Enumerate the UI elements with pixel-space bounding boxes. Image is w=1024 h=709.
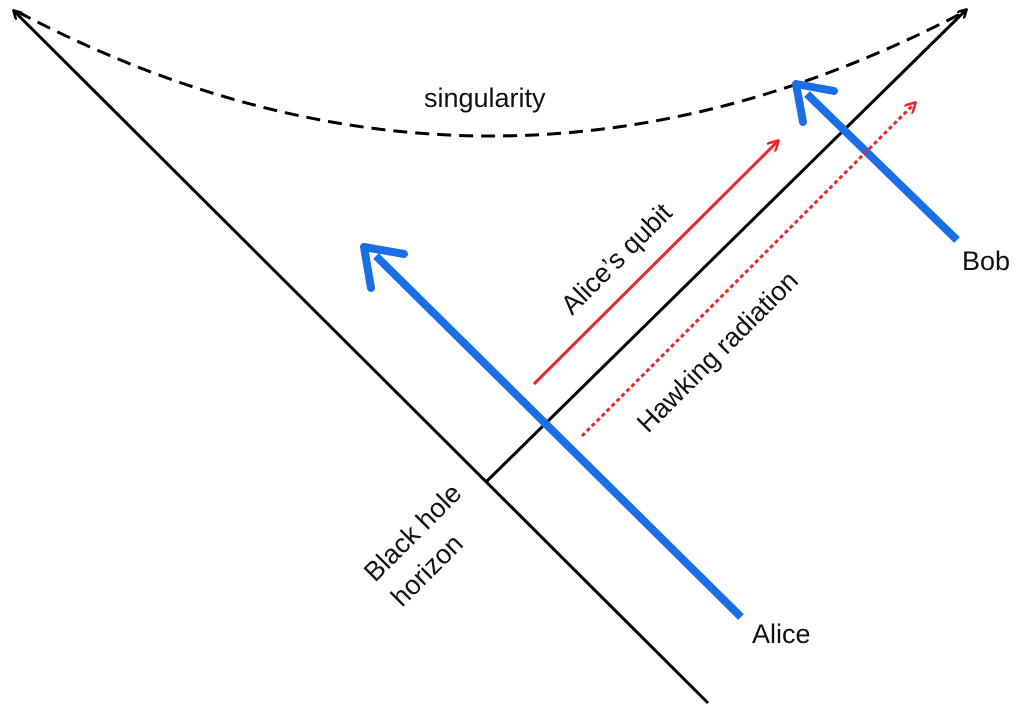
hawking-radiation-label: Hawking radiation [631, 265, 804, 438]
hawking-radiation-arrow [580, 103, 915, 438]
alice-label: Alice [752, 619, 811, 649]
alice-worldline [373, 253, 744, 620]
alice-arrowhead [360, 243, 408, 292]
bob-worldline [804, 91, 960, 243]
singularity-label: singularity [424, 83, 546, 113]
alice-qubit-arrow [532, 141, 778, 386]
singularity-curve [17, 10, 965, 138]
bob-label: Bob [962, 246, 1010, 276]
horizon-line [485, 10, 966, 483]
left-boundary-line [14, 11, 710, 705]
bob-arrowhead [792, 80, 838, 126]
